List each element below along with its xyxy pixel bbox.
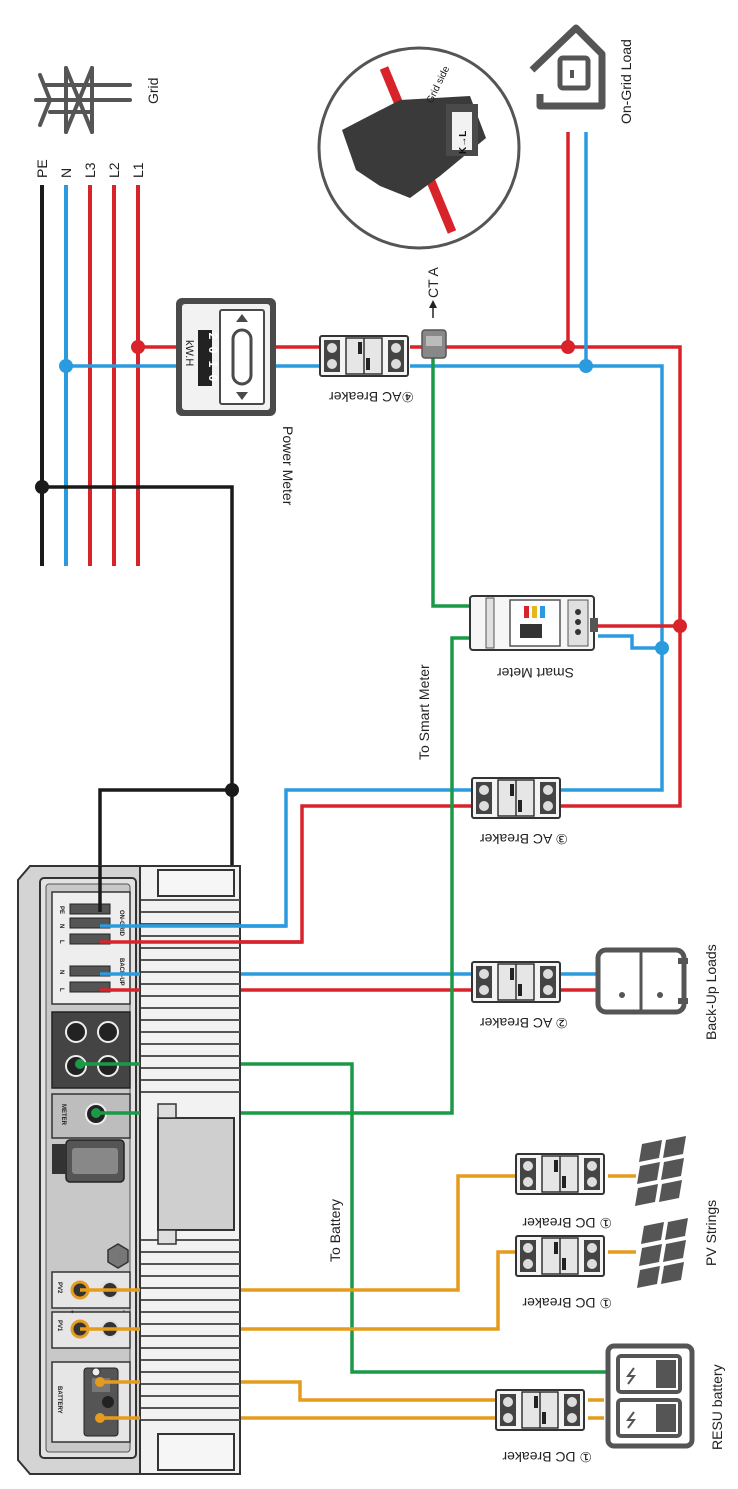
power-meter: 2 0 1 0 kW.H	[176, 298, 276, 416]
smart-meter	[469, 595, 598, 651]
on-grid-load-label: On-Grid Load	[618, 39, 634, 124]
svg-text:0: 0	[206, 375, 220, 382]
ct-inset: K→L Grid side	[317, 46, 521, 250]
port-l1-label: L	[58, 940, 64, 944]
port-pe-label: PE	[58, 906, 64, 914]
to-battery-label: To Battery	[327, 1199, 343, 1262]
grid-line-n-label: N	[58, 168, 74, 178]
ct-marking: K→L	[458, 131, 469, 154]
dc-breaker-1-mid	[515, 1235, 605, 1277]
grid-line-l1-label: L1	[130, 162, 146, 178]
ac-breaker-3	[471, 777, 561, 819]
dc-breaker-1-top	[515, 1153, 605, 1195]
port-battery-label: BATTERY	[56, 1386, 62, 1414]
dc-breaker-1-bottom	[495, 1389, 585, 1431]
grid-line-pe-label: PE	[34, 159, 50, 178]
grid-line-labels: PE N L3 L2 L1	[34, 159, 146, 178]
backup-loads-icon	[595, 947, 688, 1015]
smart-meter-label: Smart Meter	[497, 665, 574, 681]
sm-neutral	[598, 634, 662, 650]
power-meter-digits: 2 0 1 0	[198, 330, 220, 386]
port-minus-label: -	[120, 1310, 126, 1312]
pv2-wire	[80, 1174, 636, 1292]
dc-breaker-1-top-label: ① DC Breaker	[522, 1215, 612, 1231]
grid-line-l2-label: L2	[106, 162, 122, 178]
dc-breaker-1-mid-label: ① DC Breaker	[522, 1295, 612, 1311]
meter-to-inverter-wire	[96, 636, 470, 1115]
port-pv2-label: PV2	[56, 1282, 62, 1294]
ct-clamp-icon	[421, 329, 447, 359]
port-pv1-label: PV1	[56, 1320, 62, 1332]
svg-text:2: 2	[206, 333, 220, 340]
inverter-port-dots	[75, 1059, 105, 1423]
port-l2-label: L	[58, 988, 64, 992]
backup-loads-label: Back-Up Loads	[703, 944, 719, 1040]
dc-breaker-1-bottom-label: ① DC Breaker	[502, 1449, 592, 1465]
ac-breaker-4-label: ④AC Breaker	[329, 389, 414, 405]
inverter-wire-ends	[80, 866, 302, 1420]
battery-icon	[605, 1343, 695, 1449]
ac-breaker-2-label: ② AC Breaker	[480, 1015, 568, 1031]
inverter: PE N L ON-GRID N L BACK-UP METER PV2 PV1…	[17, 865, 241, 1475]
ct-to-smart-meter-wire	[431, 356, 470, 608]
battery-label: RESU battery	[709, 1364, 725, 1450]
port-n2-label: N	[58, 970, 64, 974]
ac-breaker-3-label: ③ AC Breaker	[480, 831, 568, 847]
pv-strings-label: PV Strings	[703, 1200, 719, 1266]
ac-breaker-2	[471, 961, 561, 1003]
pv1-wire	[80, 1250, 636, 1331]
house-icon	[529, 24, 606, 110]
grid-label: Grid	[145, 78, 161, 104]
ct-label-group: CT A	[425, 266, 441, 318]
svg-text:0: 0	[206, 347, 220, 354]
port-meter-label: METER	[60, 1104, 66, 1126]
ac-breaker-4	[319, 335, 409, 377]
grid-wires	[40, 185, 140, 566]
power-meter-label: Power Meter	[280, 426, 296, 506]
port-n1-label: N	[58, 924, 64, 928]
junction-dots	[35, 340, 687, 797]
port-plus-label: +	[68, 1310, 74, 1314]
grid-pylon-icon	[34, 66, 132, 134]
port-back-up-label: BACK-UP	[118, 958, 124, 986]
port-on-grid-label: ON-GRID	[118, 910, 124, 937]
pv-strings-icon	[635, 1136, 688, 1288]
n-feed-wire	[66, 364, 664, 792]
ct-label: CT A	[425, 266, 441, 298]
to-smart-meter-label: To Smart Meter	[416, 664, 432, 760]
power-meter-unit: kW.H	[183, 340, 195, 366]
grid-line-l3-label: L3	[82, 162, 98, 178]
svg-text:1: 1	[206, 361, 220, 368]
